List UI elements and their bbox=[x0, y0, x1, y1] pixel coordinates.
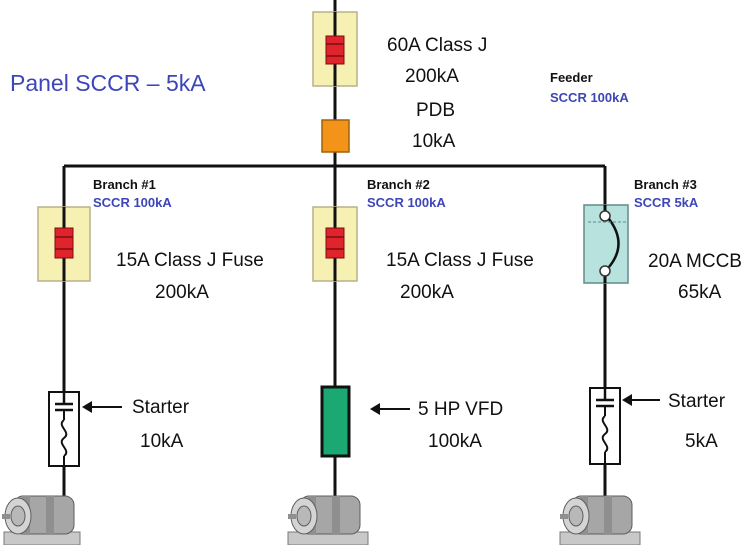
motor-3-icon bbox=[559, 495, 641, 545]
pdb-label: PDB bbox=[416, 100, 456, 121]
branch-1-fuse-symbol bbox=[37, 206, 91, 282]
branch-2-load-sccr: 100kA bbox=[428, 431, 482, 452]
pdb-sccr: 10kA bbox=[412, 131, 456, 152]
branch-1-device-sccr: 200kA bbox=[155, 282, 209, 303]
branch-3-device: 20A MCCB bbox=[648, 251, 742, 272]
branch-3-label: Branch #3 bbox=[634, 177, 697, 192]
branch-3-device-sccr: 65kA bbox=[678, 282, 722, 303]
main-fuse-rating: 60A Class J bbox=[387, 35, 488, 56]
branch-2-label: Branch #2 bbox=[367, 177, 430, 192]
branch-1-label: Branch #1 bbox=[93, 177, 156, 192]
branch-1-starter-symbol bbox=[48, 391, 80, 467]
motor-2-icon bbox=[287, 495, 369, 545]
branch-3-load-sccr: 5kA bbox=[685, 431, 718, 452]
branch-1-load: Starter bbox=[132, 397, 190, 418]
branch-3-load: Starter bbox=[668, 391, 726, 412]
branch-2-device: 15A Class J Fuse bbox=[386, 250, 534, 271]
feeder-label: Feeder bbox=[550, 70, 593, 85]
branch-3-sccr: SCCR 5kA bbox=[634, 195, 699, 210]
main-fuse-symbol bbox=[312, 11, 358, 87]
pdb-block bbox=[321, 119, 350, 153]
branch-1-sccr: SCCR 100kA bbox=[93, 195, 172, 210]
branch-3-starter-symbol bbox=[589, 387, 621, 465]
branch-1-load-sccr: 10kA bbox=[140, 431, 184, 452]
arrow-icon bbox=[370, 403, 410, 415]
branch-3-mccb-symbol bbox=[583, 204, 629, 284]
feeder-sccr: SCCR 100kA bbox=[550, 90, 629, 105]
main-fuse-sccr: 200kA bbox=[405, 66, 459, 87]
arrow-icon bbox=[622, 394, 660, 406]
branch-2-sccr: SCCR 100kA bbox=[367, 195, 446, 210]
motor-1-icon bbox=[2, 495, 81, 545]
arrow-icon bbox=[82, 401, 122, 413]
branch-2-load: 5 HP VFD bbox=[418, 399, 504, 420]
vfd-block bbox=[320, 385, 351, 458]
branch-1-device: 15A Class J Fuse bbox=[116, 250, 264, 271]
branch-2-fuse-symbol bbox=[312, 206, 358, 282]
panel-sccr-title: Panel SCCR – 5kA bbox=[10, 70, 206, 96]
branch-2-device-sccr: 200kA bbox=[400, 282, 454, 303]
